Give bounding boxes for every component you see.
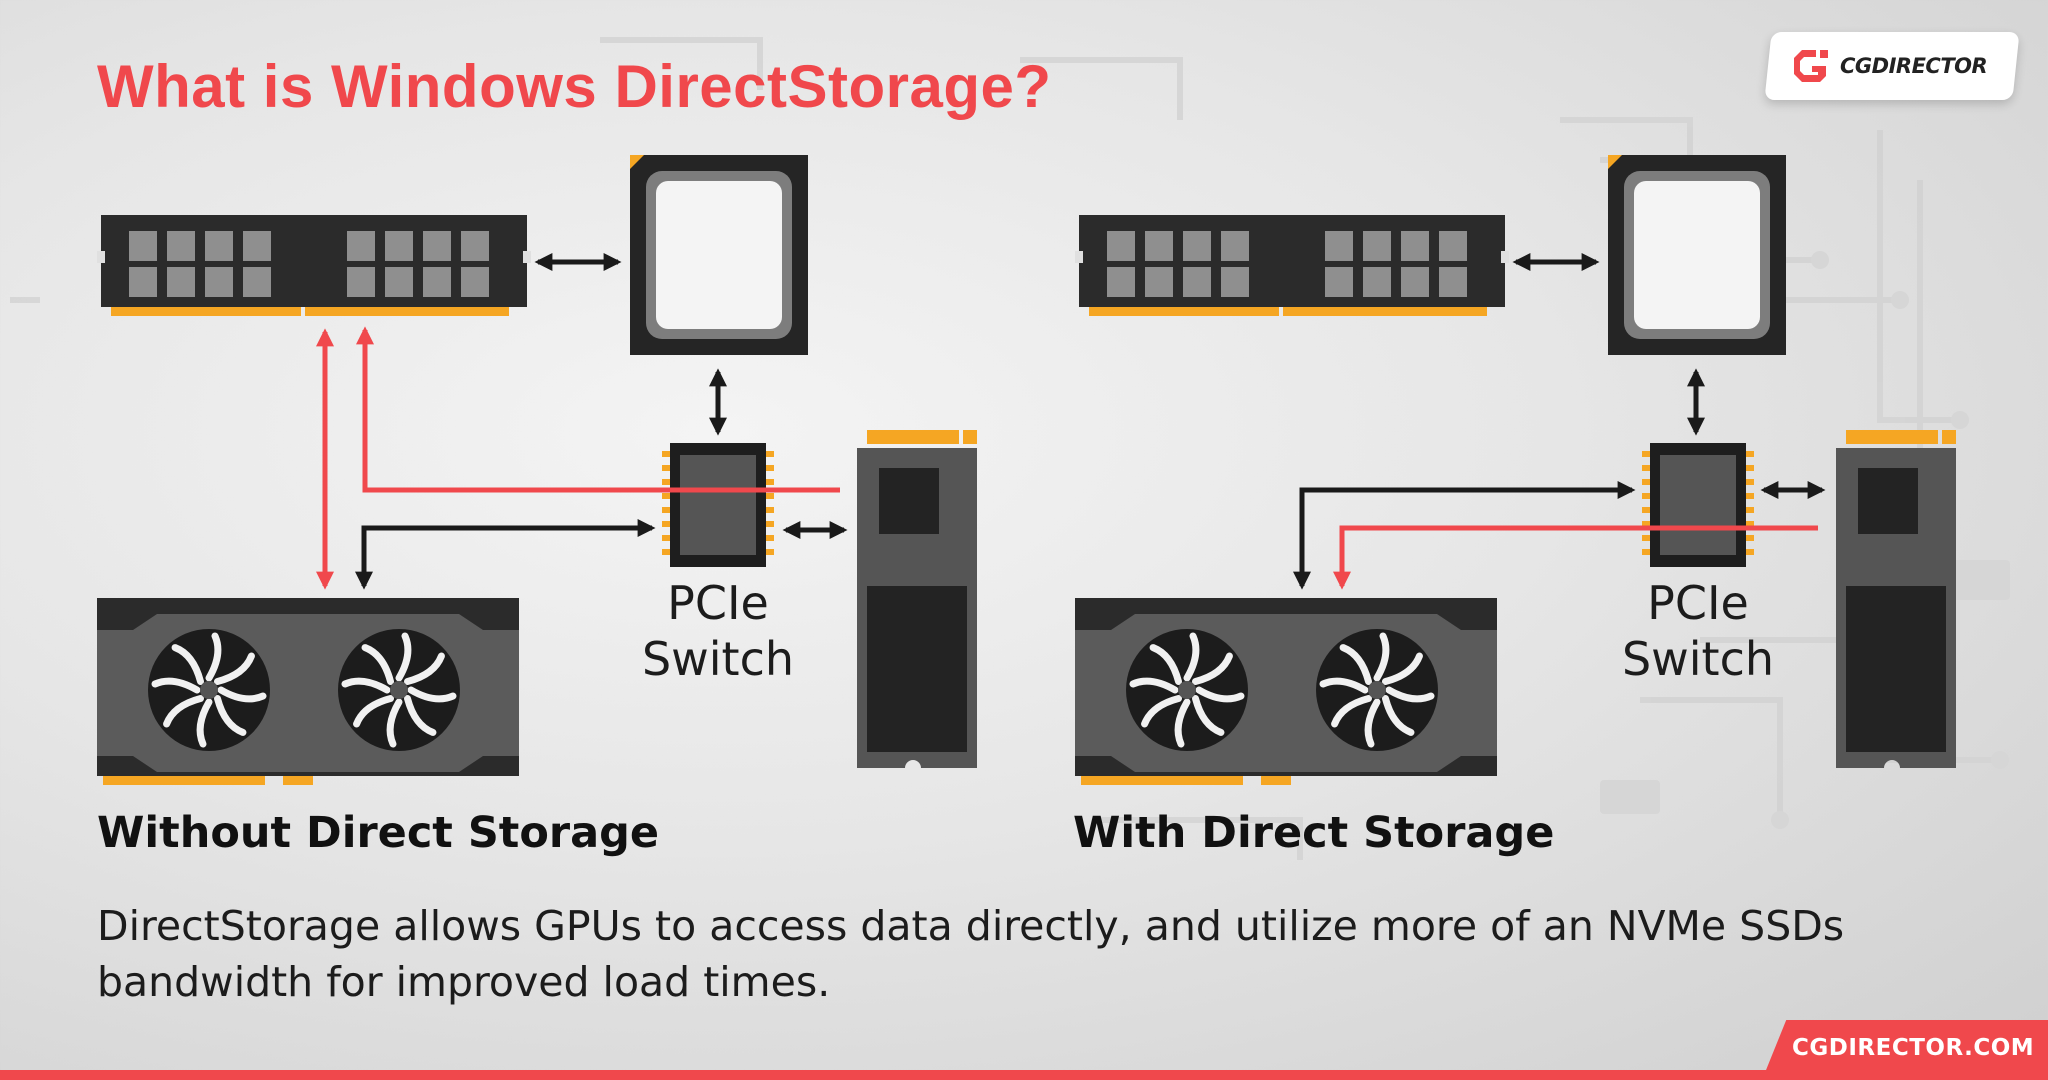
caption-with-direct-storage: With Direct Storage [1073, 808, 1555, 858]
arrow-switch-gpu-right [1293, 481, 1636, 590]
arrow-ssd-to-gpu-red-right [1333, 525, 1818, 590]
gpu-left [97, 598, 519, 785]
page-title: What is Windows DirectStorage? [97, 53, 1052, 120]
cpu-right [1608, 155, 1786, 355]
pcie-label-line1: PCIe [1647, 576, 1749, 630]
pcie-label-line2: Switch [1621, 632, 1775, 686]
ram-module-right [1075, 215, 1509, 316]
panel-with-direct-storage [1075, 155, 1956, 785]
caption-without-direct-storage: Without Direct Storage [97, 808, 660, 858]
pcie-switch-label-left: PCIe Switch [618, 575, 818, 687]
ram-module-left [97, 215, 531, 316]
arrow-ssd-to-ram-red-left [356, 326, 840, 493]
arrow-switch-gpu-left [355, 519, 656, 590]
pcie-switch-label-right: PCIe Switch [1598, 575, 1798, 687]
nvme-ssd-left [857, 430, 977, 768]
gpu-right [1075, 598, 1497, 785]
cpu-left [630, 155, 808, 355]
nvme-ssd-right [1836, 430, 1956, 768]
pcie-label-line2: Switch [641, 632, 795, 686]
panel-without-direct-storage [97, 155, 977, 785]
pcie-label-line1: PCIe [667, 576, 769, 630]
footer-url-link[interactable]: CGDIRECTOR.COM [1792, 1035, 2035, 1061]
description-text: DirectStorage allows GPUs to access data… [97, 902, 1845, 1006]
cg-logo-icon [1794, 50, 1828, 82]
pcie-switch-chip-left [662, 443, 774, 567]
logo-badge: CGDIRECTOR [1764, 32, 2020, 100]
pcie-switch-chip-right [1642, 443, 1754, 567]
footer-accent-bar [0, 1070, 2048, 1080]
